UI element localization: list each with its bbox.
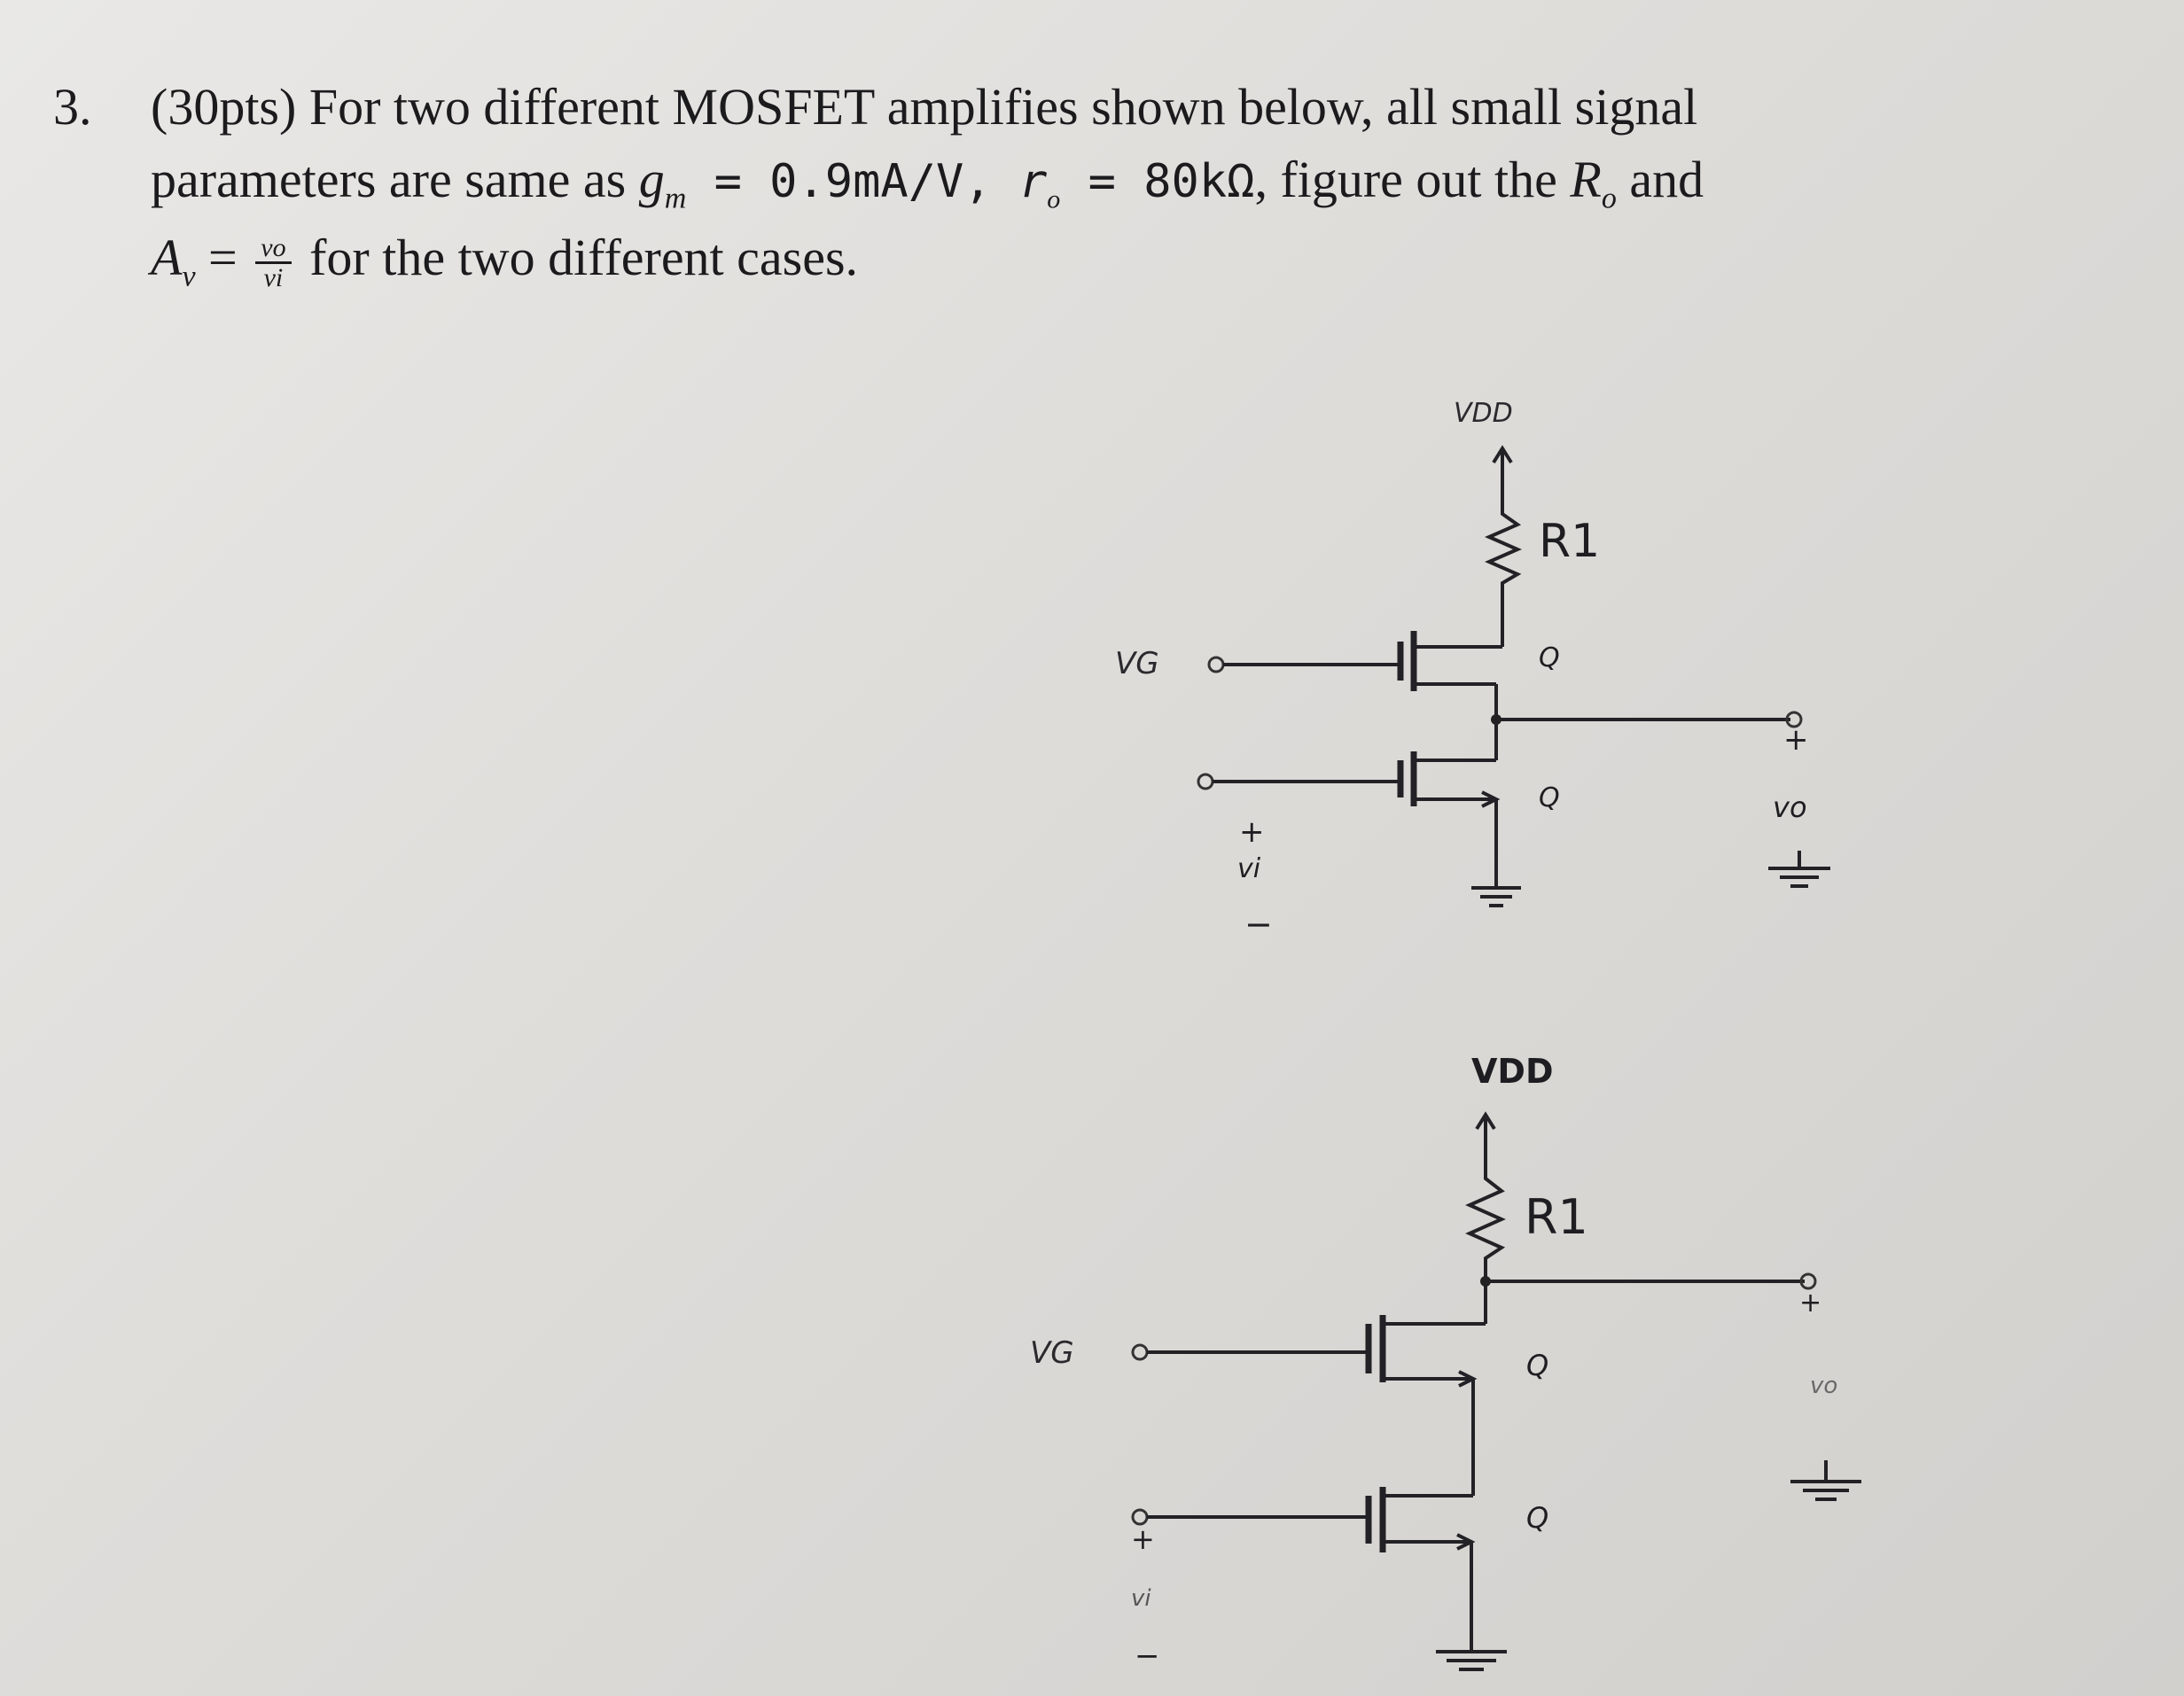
gm-subscript: m <box>664 182 687 215</box>
circuit2-vo-plus: + <box>1799 1288 1821 1319</box>
circuit1-mosfet-top <box>1397 631 1502 720</box>
problem-line-1: (30pts) For two different MOSFET amplifi… <box>151 78 1698 136</box>
circuit1-vg-label: VG <box>1115 646 1159 681</box>
circuit1-output-node <box>1491 711 1803 728</box>
circuit-2: VDD R1 + vo <box>1030 1052 1861 1674</box>
circuit2-resistor-r1 <box>1465 1168 1506 1285</box>
fraction-numerator: vo <box>255 234 292 265</box>
circuit1-output-ground-icon <box>1768 851 1830 888</box>
circuit2-input-terminal <box>1131 1508 1369 1526</box>
Ro-symbol: R <box>1570 151 1602 208</box>
problem-line-2: parameters are same as gm = 0.9mA/V, ro … <box>151 154 1704 214</box>
circuit2-vi-plus: + <box>1131 1522 1155 1556</box>
circuit1-vi-label: vi <box>1237 853 1261 884</box>
circuit2-vi-label: vi <box>1131 1585 1151 1612</box>
gm-value: = 0.9mA/V <box>686 155 964 208</box>
ro-symbol: r <box>1018 155 1048 208</box>
Av-subscript: v <box>182 260 196 293</box>
circuit1-vi-plus: + <box>1239 814 1265 850</box>
circuit1-vg-terminal <box>1207 656 1400 673</box>
text-figure-out: , figure out the <box>1254 151 1571 208</box>
ro-subscript: o <box>1047 184 1061 214</box>
problem-number: 3. <box>53 78 92 136</box>
circuit2-output-ground-icon <box>1790 1460 1861 1501</box>
text-two-cases: for the two different cases. <box>296 229 859 286</box>
gm-symbol: g <box>638 151 665 208</box>
circuit2-output-node <box>1480 1272 1817 1290</box>
circuit1-q-top-label: Q <box>1539 642 1560 673</box>
circuit1-vo-plus: + <box>1783 722 1809 758</box>
circuit-1: VDD R1 VG Q + vo <box>1115 398 1830 944</box>
circuit2-q-top-label: Q <box>1526 1349 1548 1382</box>
circuit1-r1-label: R1 <box>1539 515 1600 568</box>
circuit1-vo-label: vo <box>1773 790 1807 824</box>
circuit2-vdd-label: VDD <box>1471 1052 1554 1091</box>
circuit2-r1-label: R1 <box>1525 1189 1588 1245</box>
circuit1-mosfet-bottom <box>1397 720 1501 886</box>
circuit1-vdd-arrow <box>1492 445 1513 503</box>
circuit2-vo-label: vo <box>1810 1373 1837 1399</box>
separator-comma: , <box>963 155 1019 208</box>
Av-symbol: A <box>151 229 183 286</box>
circuit2-mosfet-bottom <box>1365 1487 1476 1650</box>
Av-equals: = <box>195 229 251 286</box>
text-and: and <box>1616 151 1704 208</box>
circuit2-vg-label: VG <box>1030 1335 1074 1371</box>
circuit1-input-terminal <box>1197 773 1400 790</box>
circuit1-source-ground-icon <box>1471 886 1521 907</box>
circuit1-vi-minus: − <box>1244 905 1273 944</box>
circuit2-vi-minus: − <box>1135 1638 1160 1674</box>
circuit2-vdd-arrow <box>1475 1111 1496 1168</box>
circuit1-q-bottom-label: Q <box>1539 782 1560 813</box>
fraction-denominator: vi <box>263 263 284 293</box>
Ro-subscript: o <box>1601 182 1617 215</box>
circuit2-source-ground-icon <box>1436 1650 1507 1671</box>
circuit1-vdd-label: VDD <box>1454 398 1513 429</box>
circuit2-vg-terminal <box>1131 1343 1369 1361</box>
text-params-same: parameters are same as <box>151 151 639 208</box>
circuit1-resistor-r1 <box>1485 503 1522 647</box>
ro-value: = 80kΩ <box>1060 155 1255 208</box>
circuit2-q-bottom-label: Q <box>1526 1501 1548 1535</box>
circuit2-mosfet-top <box>1365 1281 1487 1496</box>
